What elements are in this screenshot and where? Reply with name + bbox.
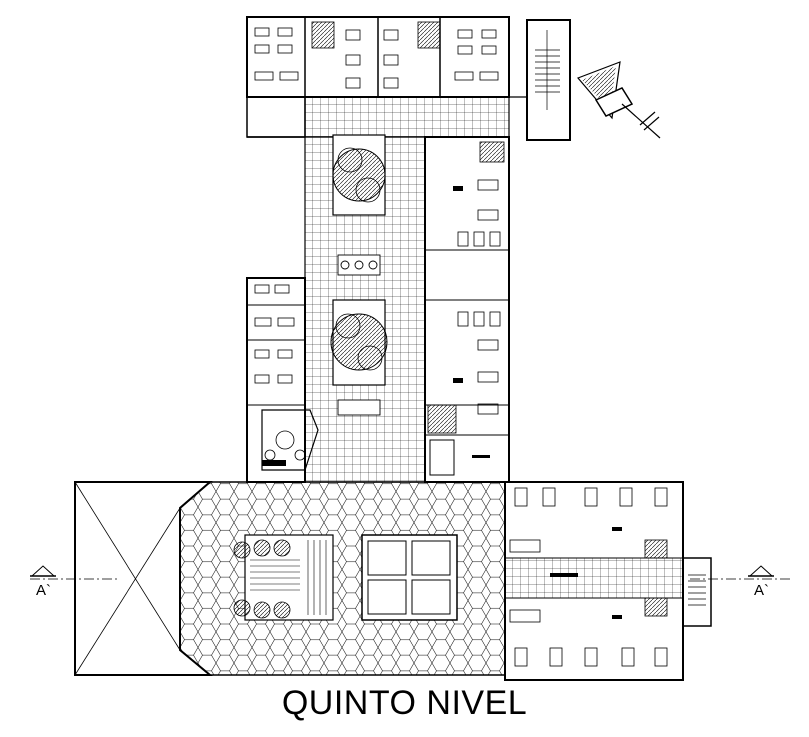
stair-tower [509, 19, 571, 141]
section-line-a [30, 565, 790, 580]
lower-right-wing [504, 481, 712, 681]
section-marker-left-icon [30, 565, 56, 577]
planter-lower [330, 299, 388, 386]
section-marker-right-icon [748, 565, 774, 577]
right-offices-block [424, 136, 510, 483]
planter-upper [332, 134, 386, 216]
roof-area [74, 481, 213, 676]
section-label-left: A` [36, 582, 51, 599]
plan-title: QUINTO NIVEL [281, 684, 528, 722]
benches [337, 254, 381, 416]
north-arrow-icon [576, 61, 661, 139]
section-label-right: A` [754, 582, 769, 599]
hexagon-plaza [179, 481, 506, 676]
